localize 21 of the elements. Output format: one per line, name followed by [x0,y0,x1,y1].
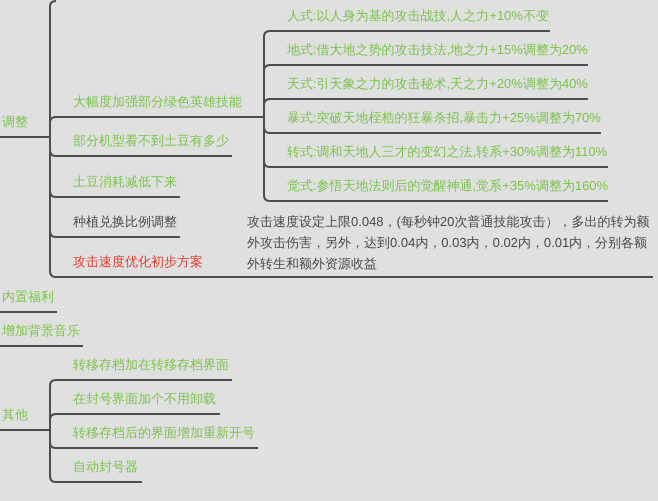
topic: 转移存档后的界面增加重新开号 [56,423,258,449]
connector-line [240,276,243,278]
topic: 地式:借大地之势的攻击技法,地之力+15%调整为20% [270,40,588,66]
topic: 自动封号器 [56,457,142,483]
note-topic: 攻击速度设定上限0.048，(每秒钟20次普通技能攻击），多出的转为额外攻击伤害，另外，达到0.04内，0.03内，0.02内，0.01内，分别各额外转生和额外资源收益 [243,211,653,278]
topic: 觉式:参悟天地法则后的觉醒神通,觉系+35%调整为160% [270,176,608,202]
topic: 暴式:突破天地桎梏的狂暴杀招,暴击力+25%调整为70% [270,108,601,134]
topic: 在封号界面加个不用卸载 [56,389,220,415]
topic: 增加背景音乐 [0,321,83,347]
topic: 其他 [0,405,44,431]
topic: 攻击速度优化初步方案 [56,252,240,278]
topic: 大幅度加强部分绿色英雄技能 [56,92,245,118]
topic: 天式:引天象之力的攻击秘术,天之力+20%调整为40% [270,74,588,100]
topic: 土豆消耗减低下来 [56,172,180,198]
topic: 调整 [0,112,44,138]
topic: 内置福利 [0,287,57,313]
topic: 种植兑换比例调整 [56,212,180,238]
topic: 转式:调和天地人三才的变幻之法,转系+30%调整为110% [270,142,608,168]
topic: 转移存档加在转移存档界面 [56,355,232,381]
topic: 部分机型看不到土豆有多少 [56,131,232,157]
topic: 人式:以人身为基的攻击战技,人之力+10%不变 [270,6,550,32]
